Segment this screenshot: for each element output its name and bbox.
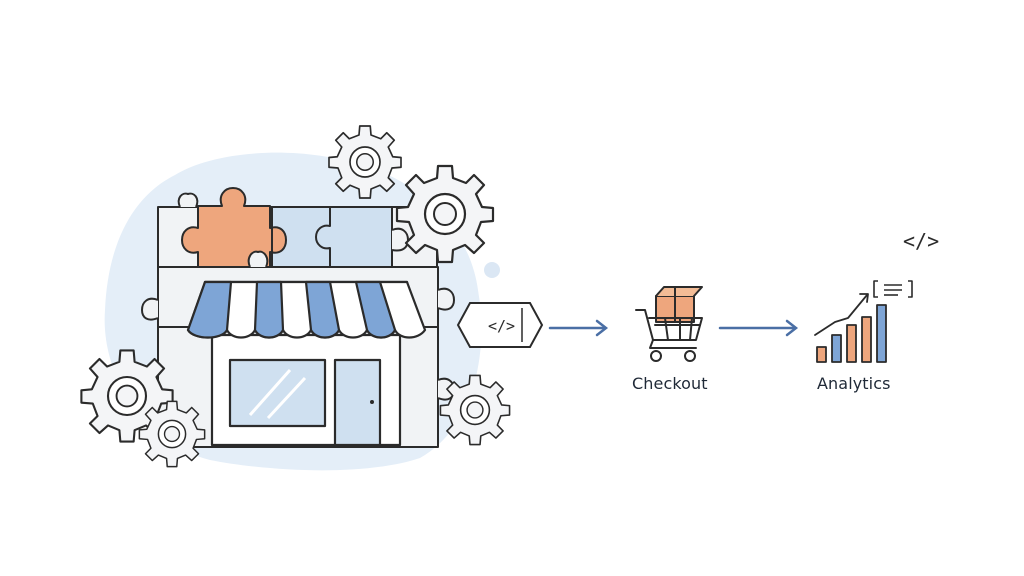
storefront xyxy=(186,280,427,447)
code-symbol: </> xyxy=(903,229,939,253)
puzzle-piece-blue xyxy=(271,206,393,268)
gear-icon xyxy=(138,400,206,468)
flow-arrow xyxy=(718,319,799,337)
background-dot xyxy=(484,262,500,278)
checkout-label: Checkout xyxy=(632,374,708,393)
gear-icon xyxy=(395,164,495,264)
flow-arrow xyxy=(548,319,609,337)
puzzle-piece-orange xyxy=(181,187,287,268)
code-bracket-icon xyxy=(873,280,913,298)
bar-chart-icon xyxy=(814,280,913,363)
shopping-cart-icon xyxy=(635,286,703,362)
gear-icon xyxy=(328,125,402,199)
store-window xyxy=(228,358,327,428)
analytics-label: Analytics xyxy=(817,374,891,393)
code-tag-symbol: </> xyxy=(488,317,515,335)
code-tag: </> xyxy=(456,302,544,348)
gear-icon xyxy=(439,374,511,446)
